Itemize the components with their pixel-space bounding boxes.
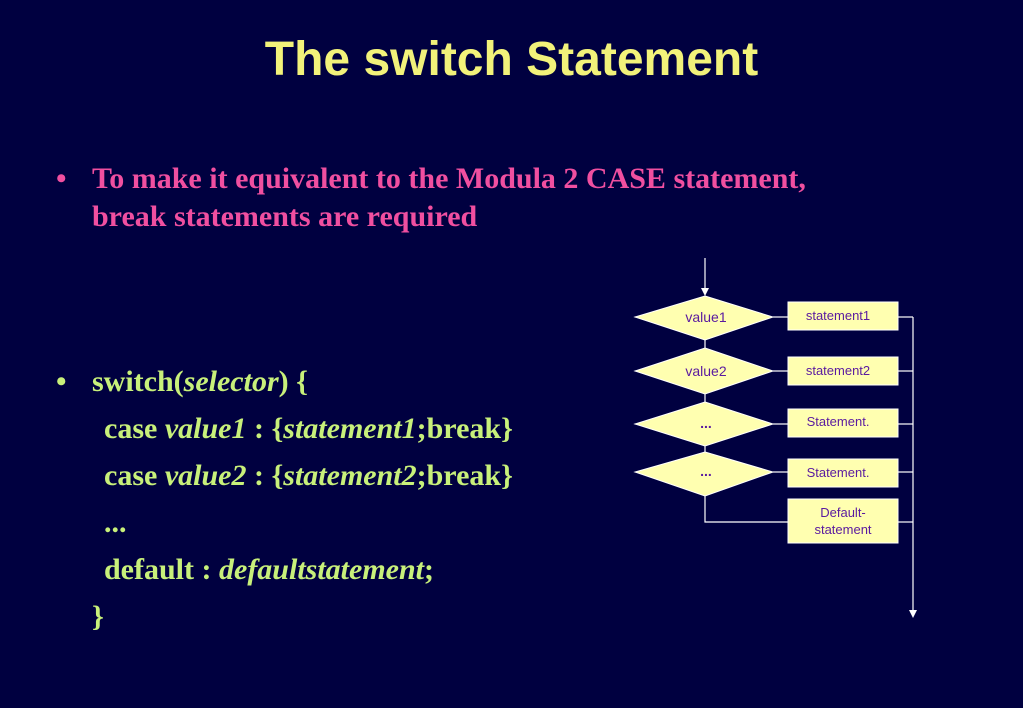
statement-box-1: statement1 xyxy=(787,301,899,331)
svg-text:Default-: Default- xyxy=(820,505,866,520)
svg-text:statement2: statement2 xyxy=(806,363,870,378)
svg-text:value2: value2 xyxy=(685,363,726,379)
slide-title: The switch Statement xyxy=(264,33,759,86)
code-line-default: default : defaultstatement; xyxy=(104,553,434,586)
svg-text:value1: value1 xyxy=(685,309,726,325)
statement-box-2: statement2 xyxy=(787,356,899,386)
svg-text:...: ... xyxy=(700,463,712,479)
code-line-close: } xyxy=(92,600,104,633)
code-line-case2: case value2 : {statement2;break} xyxy=(104,459,513,492)
statement-box-3: Statement. xyxy=(787,408,899,438)
svg-text:Statement.: Statement. xyxy=(807,465,870,480)
decision-diamond-ellipsis-2: ... xyxy=(633,451,775,497)
svg-text:Statement.: Statement. xyxy=(807,414,870,429)
bullet-marker: • xyxy=(56,365,67,398)
svg-text:statement: statement xyxy=(814,522,871,537)
connector-line xyxy=(704,496,788,523)
decision-diamond-value2: value2 xyxy=(633,347,775,395)
svg-text:statement1: statement1 xyxy=(806,308,870,323)
bullet-equivalence: • To make it equivalent to the Modula 2 … xyxy=(56,160,816,236)
code-line-ellipsis: ... xyxy=(104,506,127,539)
selector-param: selector xyxy=(183,365,279,398)
svg-text:...: ... xyxy=(700,415,712,431)
bullet-marker: • xyxy=(56,162,67,195)
decision-diamond-value1: value1 xyxy=(633,295,775,341)
default-statement-box: Default- statement xyxy=(787,498,899,544)
decision-diamond-ellipsis-1: ... xyxy=(633,401,775,447)
code-line-switch: •switch(selector) { xyxy=(56,358,513,405)
switch-code-block: •switch(selector) { case value1 : {state… xyxy=(56,358,513,640)
statement-box-4: Statement. xyxy=(787,458,899,488)
code-line-case1: case value1 : {statement1;break} xyxy=(104,412,513,445)
bullet-text: To make it equivalent to the Modula 2 CA… xyxy=(92,162,806,233)
